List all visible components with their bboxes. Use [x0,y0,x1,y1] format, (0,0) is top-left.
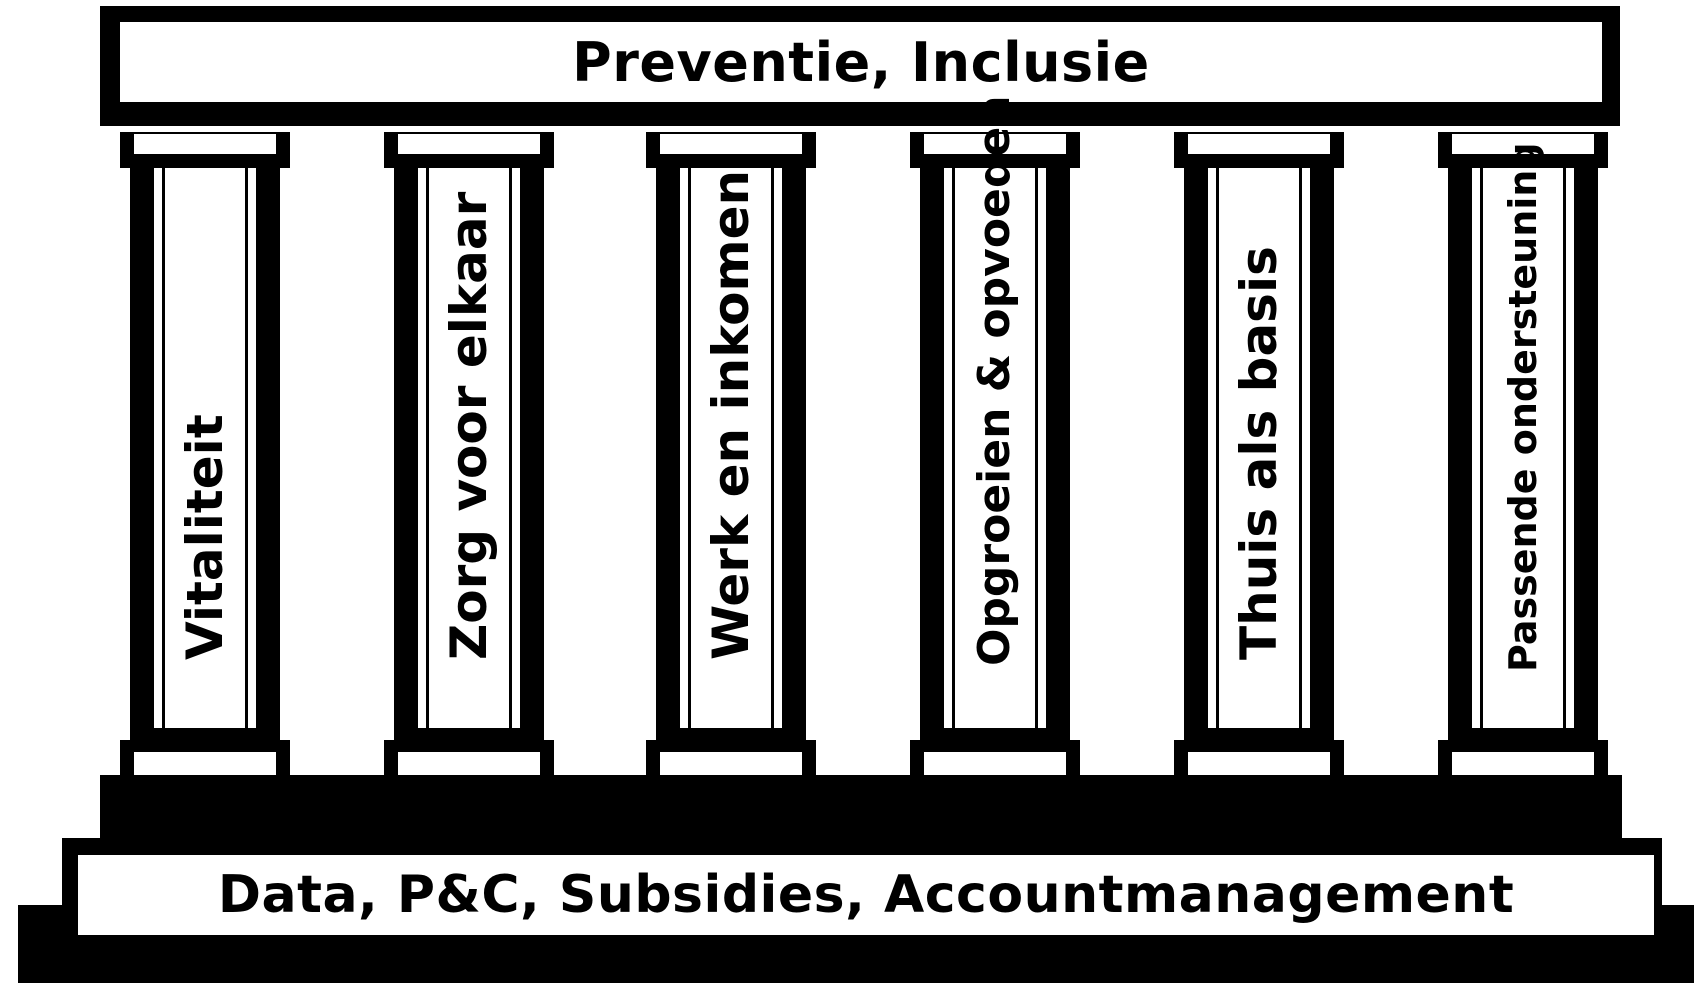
pillar-base-inner [1452,752,1594,776]
pillar-flute [509,168,512,728]
pillar-capital-inner [1188,134,1330,154]
pillar-capital-inner [1452,134,1594,154]
pillar-shaft-panel: Opgroeien & opvoeden [944,95,1046,728]
pillar-flute [245,168,248,728]
roof-label-box: Preventie, Inclusie [118,20,1604,104]
pillar-flute [162,168,165,728]
pillar-shaft-panel: Werk en inkomen [680,168,782,728]
pillar-flute [1035,168,1038,728]
pillar-base-inner [660,752,802,776]
pillar-shaft-panel: Passende ondersteuning [1472,142,1574,728]
pillar-flute [1216,168,1219,728]
pillar-shaft-panel: Vitaliteit [154,168,256,728]
stylobate [100,775,1622,845]
pillar-label: Passende ondersteuning [1501,142,1545,672]
foundation-label: Data, P&C, Subsidies, Accountmanagement [217,865,1515,925]
pillar-base-inner [924,752,1066,776]
foundation-label-box: Data, P&C, Subsidies, Accountmanagement [76,853,1656,937]
pillar-shaft-panel: Zorg voor elkaar [418,168,520,728]
pillar-label: Werk en inkomen [702,169,760,660]
pillar-flute [1563,168,1566,728]
pillar-capital-inner [398,134,540,154]
pillar-flute [771,168,774,728]
pillar-label: Thuis als basis [1230,246,1288,660]
pillar-base-inner [398,752,540,776]
pillar-label: Zorg voor elkaar [440,191,498,660]
pillar-label: Vitaliteit [176,414,234,660]
pillar-base-inner [134,752,276,776]
pillar-flute [1299,168,1302,728]
pillar-flute [426,168,429,728]
pillar-base-inner [1188,752,1330,776]
pillar-flute [1480,168,1483,728]
roof-label: Preventie, Inclusie [572,30,1150,94]
pillar-flute [952,168,955,728]
pillar-capital-inner [660,134,802,154]
pillar-flute [688,168,691,728]
pillar-capital-inner [134,134,276,154]
pillar-shaft-panel: Thuis als basis [1208,168,1310,728]
pillar-capital-inner [924,134,1066,154]
pillar-label: Opgroeien & opvoeden [969,95,1020,666]
